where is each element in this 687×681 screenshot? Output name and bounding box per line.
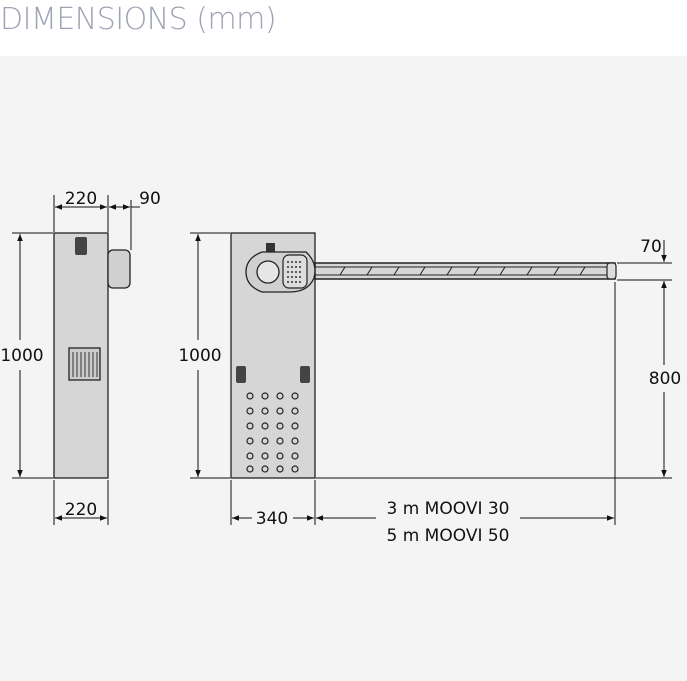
side-width-bottom-label: 220 — [65, 500, 97, 520]
side-view: 220 90 1000 220 — [0, 189, 161, 525]
vent-holes — [246, 392, 299, 473]
boom-thickness-label: 70 — [640, 237, 662, 257]
boom-cap — [606, 262, 617, 280]
light-grille — [282, 254, 308, 289]
boom-length-label-1: 3 m MOOVI 30 — [387, 499, 510, 519]
lock-left-icon — [236, 366, 246, 383]
boom-height-label: 800 — [649, 369, 681, 389]
boom-length-label-2: 5 m MOOVI 50 — [387, 526, 510, 546]
lock-right-icon — [300, 366, 310, 383]
side-width-top-label: 220 — [65, 189, 97, 209]
pivot-hub — [256, 260, 280, 284]
top-button — [266, 243, 275, 252]
side-height-label: 1000 — [0, 346, 43, 366]
motor-housing — [107, 249, 131, 289]
drawing-background — [0, 56, 687, 681]
front-height-label: 1000 — [178, 346, 221, 366]
front-view: 1000 340 70 800 3 m MOOVI 30 5 m MOOVI 5… — [178, 232, 681, 546]
page-title: DIMENSIONS (mm) — [0, 2, 277, 37]
boom-arm — [314, 262, 616, 280]
cabinet-width-label: 340 — [256, 509, 288, 529]
motor-depth-label: 90 — [139, 189, 161, 209]
lock-icon — [75, 237, 87, 255]
